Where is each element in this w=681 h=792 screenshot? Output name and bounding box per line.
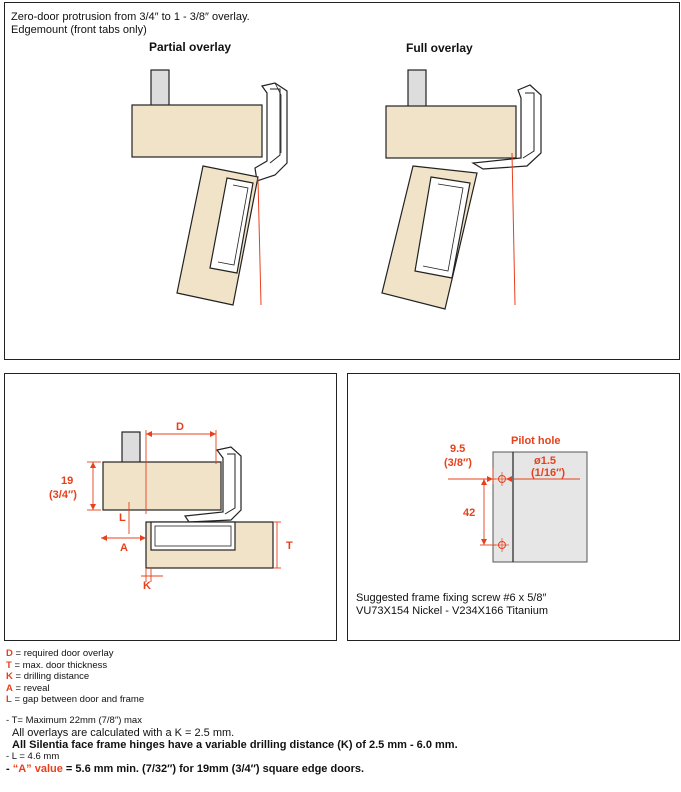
pilot-hole-title: Pilot hole <box>511 435 561 447</box>
reference-line <box>257 178 262 306</box>
frame-plate <box>492 451 588 563</box>
partial-overlay-title: Partial overlay <box>149 40 232 54</box>
legend-item-A: A = reveal <box>6 682 50 694</box>
label-L: L <box>119 512 126 524</box>
screw-suggestion: Suggested frame fixing screw #6 x 5/8″ <box>356 592 547 604</box>
label-19-inches: (3/4″) <box>49 489 77 501</box>
dim-42: 42 <box>463 507 475 519</box>
hinge-cup <box>209 177 254 274</box>
full-overlay-title: Full overlay <box>406 41 473 55</box>
note-l-value: - L = 4.6 mm <box>6 751 60 762</box>
hinge-arm <box>471 84 542 170</box>
edgemount-text: Edgemount (front tabs only) <box>11 24 147 36</box>
partial-overlay-drawing <box>131 69 288 306</box>
legend-item-D: D = required door overlay <box>6 648 114 659</box>
notes: - T= Maximum 22mm (7/8″) max All overlay… <box>6 715 458 775</box>
dim-phi-inches: (1/16″) <box>531 467 565 479</box>
reference-line <box>511 152 516 306</box>
legend-item-K: K = drilling distance <box>6 671 90 683</box>
note-overlay-calc: All overlays are calculated with a K = 2… <box>12 727 235 739</box>
legend: D = required door overlay T = max. door … <box>6 648 144 706</box>
hinge-arm <box>254 82 288 182</box>
legend-item-T: T = max. door thickness <box>6 659 108 671</box>
pilot-hole-panel: Pilot hole 9.5 (3/8″) ø1.5 (1/16″) 42 Su… <box>347 373 680 641</box>
dim-9-5: 9.5 <box>450 443 465 455</box>
cabinet-frame <box>385 105 517 159</box>
label-19: 19 <box>61 475 73 487</box>
hinge-arm <box>183 446 242 523</box>
pilot-hole-bottom <box>495 538 509 552</box>
note-drilling-distance: All Silentia face frame hinges have a va… <box>12 739 458 751</box>
legend-item-L: L = gap between door and frame <box>6 694 145 706</box>
hinge-overlay-panel: Zero-door protrusion from 3/4″ to 1 - 3/… <box>4 2 680 360</box>
cabinet-frame <box>102 461 222 511</box>
dim-phi: ø1.5 <box>534 455 556 467</box>
screw-models: VU73X154 Nickel - V234X166 Titanium <box>356 605 548 617</box>
hinge-cup <box>414 176 471 279</box>
zero-protrusion-text: Zero-door protrusion from 3/4″ to 1 - 3/… <box>11 11 250 23</box>
label-K: K <box>143 580 151 592</box>
cabinet-frame <box>131 104 263 158</box>
dimension-panel: D 19 (3/4″) L A T K <box>4 373 337 641</box>
note-a-value: - “A” value = 5.6 mm min. (7/32″) for 19… <box>6 763 365 775</box>
note-max-thickness: - T= Maximum 22mm (7/8″) max <box>6 715 142 726</box>
full-overlay-drawing <box>381 69 542 310</box>
label-T: T <box>286 540 293 552</box>
dim-9-5-inches: (3/8″) <box>444 457 472 469</box>
label-A: A <box>120 542 128 554</box>
hinge-cup <box>150 521 236 551</box>
label-D: D <box>176 421 184 433</box>
dimension-drawing: D 19 (3/4″) L A T K <box>49 421 293 592</box>
pilot-hole-drawing: Pilot hole 9.5 (3/8″) ø1.5 (1/16″) 42 <box>444 435 588 563</box>
overlay-illustrations <box>131 69 542 310</box>
